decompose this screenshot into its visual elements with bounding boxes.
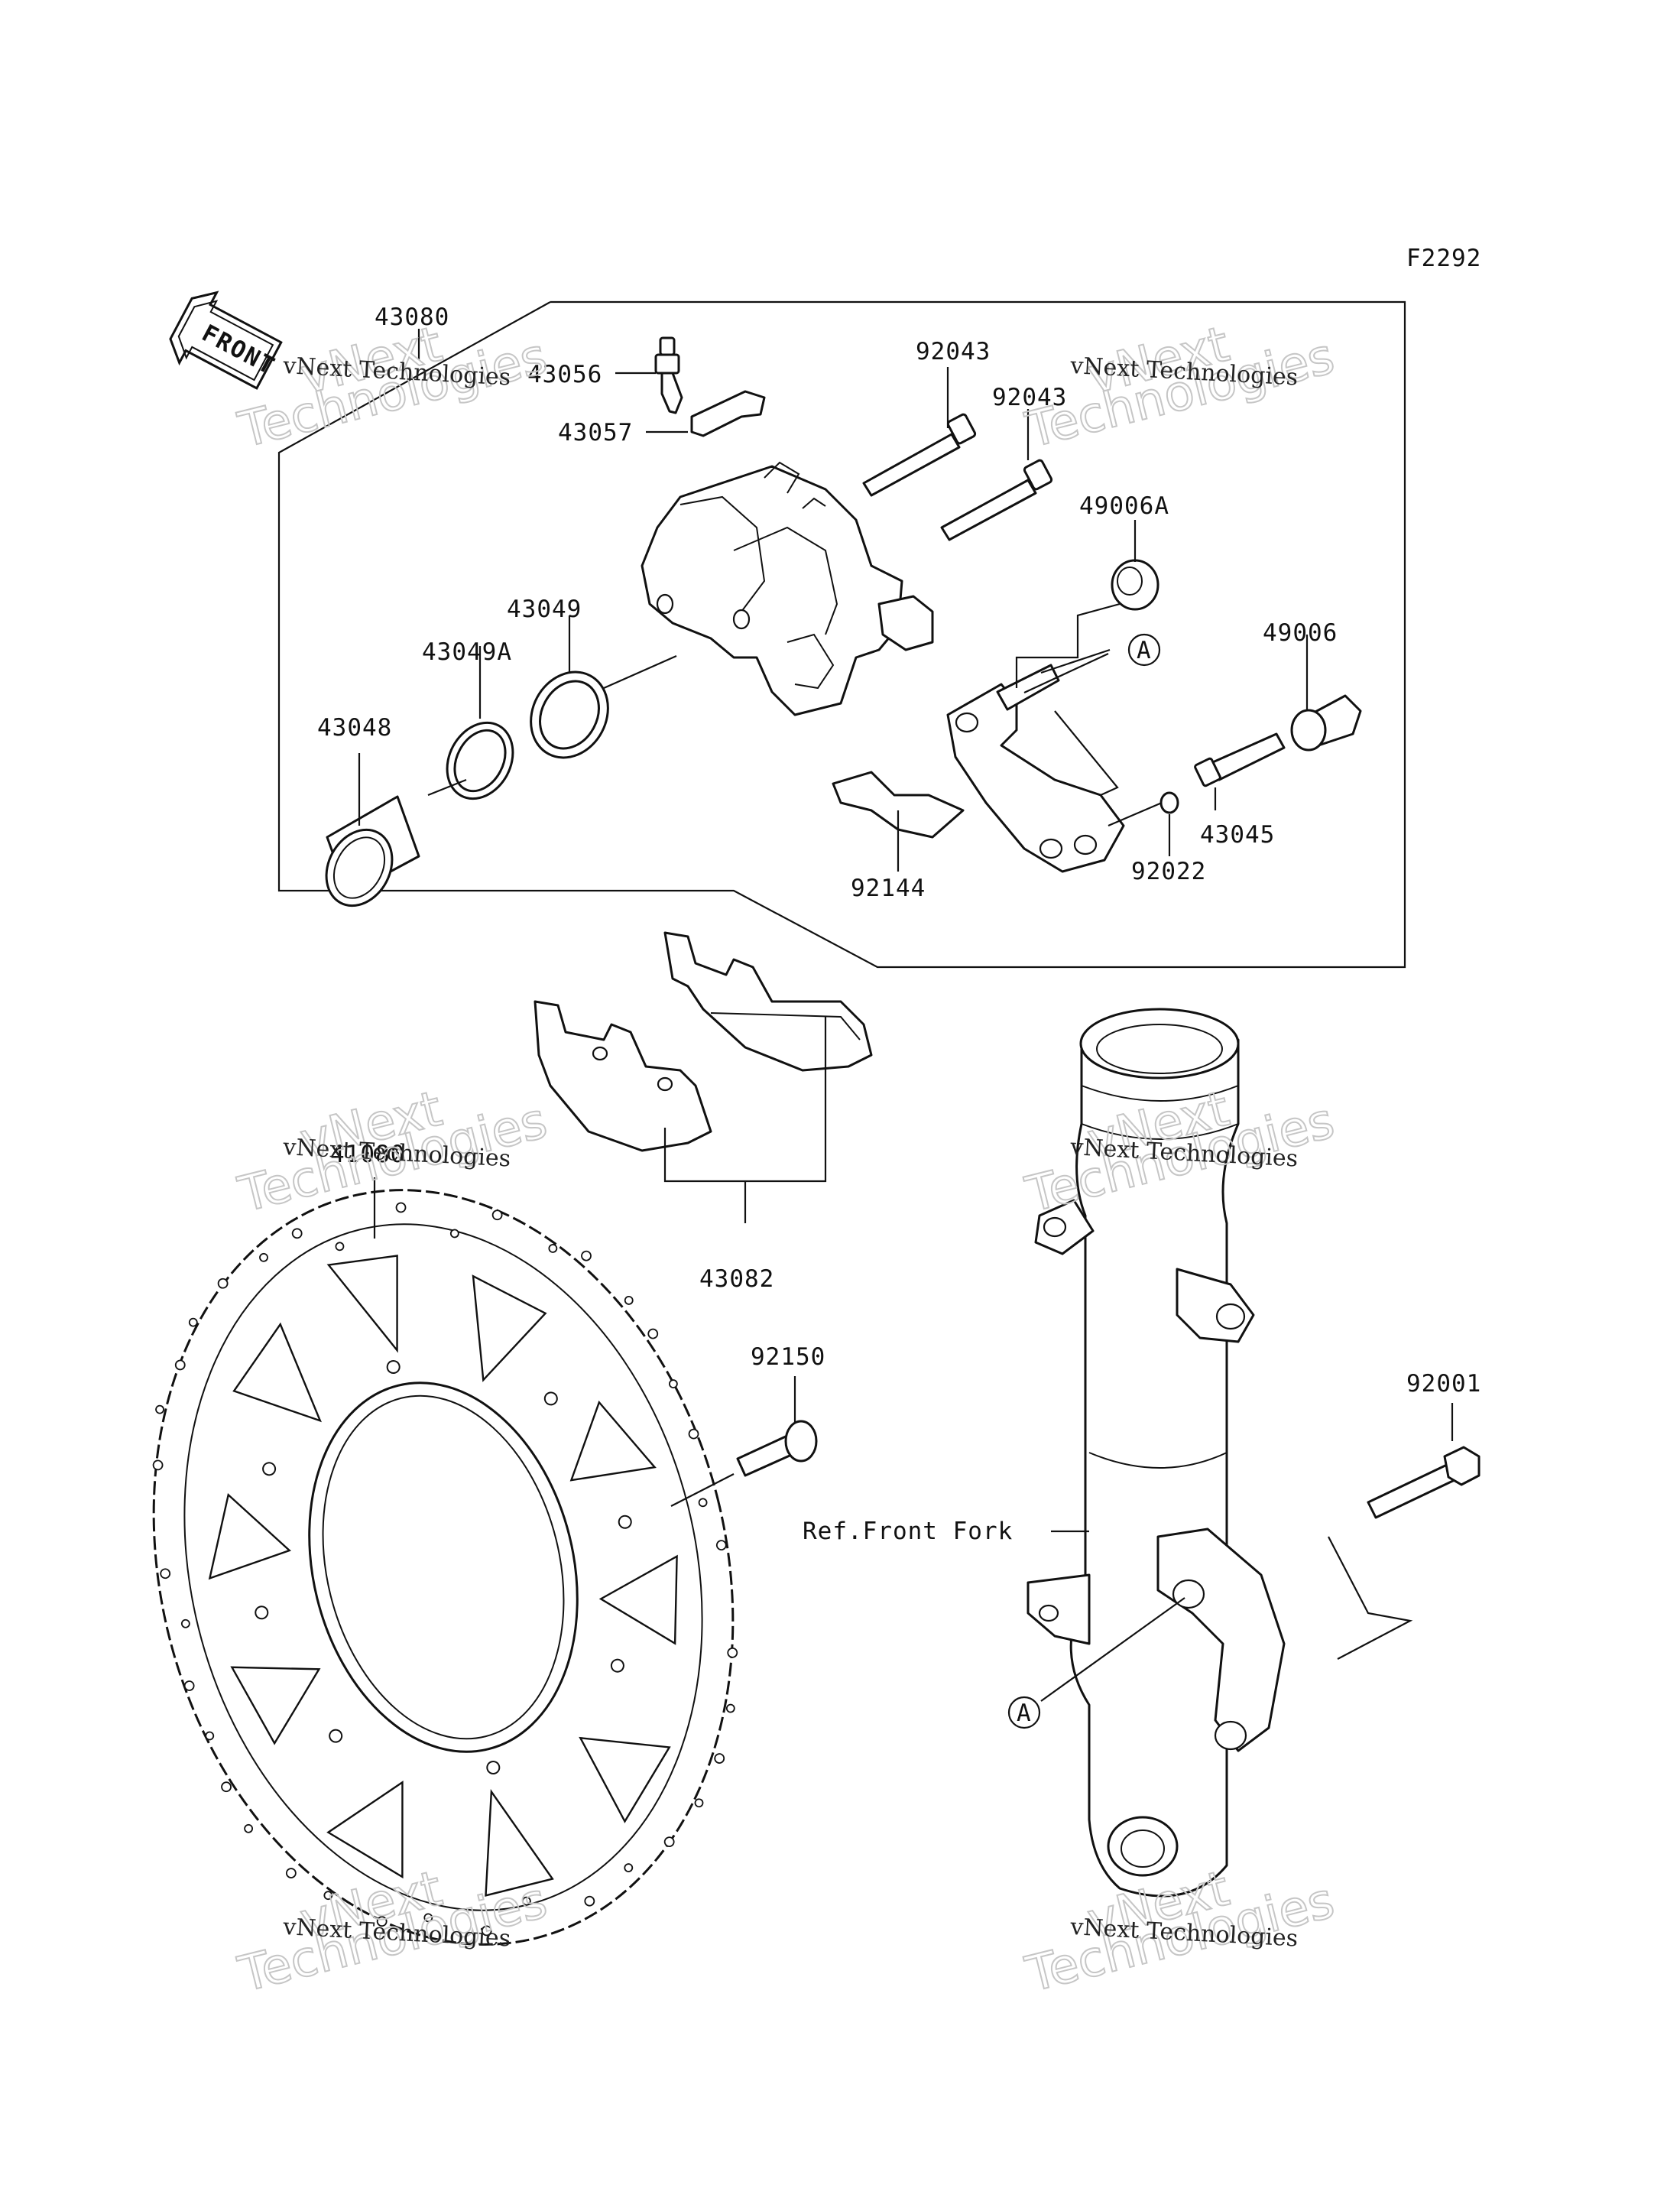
- bleed-valve: [654, 336, 683, 414]
- caliper-assembly-outline: [277, 300, 1406, 969]
- label-43049: 43049: [507, 596, 582, 623]
- label-41080: 41080: [330, 1141, 405, 1168]
- label-92022: 92022: [1131, 858, 1206, 885]
- label-92150: 92150: [751, 1343, 825, 1371]
- pad-spring: [832, 771, 965, 839]
- label-43049a: 43049A: [422, 638, 512, 666]
- label-43048: 43048: [317, 714, 392, 742]
- seal-43049a: [446, 721, 514, 800]
- caliper-bracket: [946, 664, 1125, 873]
- label-92144: 92144: [851, 875, 926, 902]
- label-92043-lower: 92043: [992, 384, 1067, 411]
- bleed-cap: [690, 390, 766, 437]
- slide-pin-lower: [940, 459, 1053, 541]
- mount-bolt: [1367, 1446, 1481, 1519]
- slide-pin-upper: [862, 413, 977, 497]
- caliper-body: [641, 461, 934, 716]
- brake-pad-rear: [663, 931, 873, 1072]
- bracket-pin-43045: [1194, 732, 1286, 787]
- disc-bolt: [736, 1420, 818, 1477]
- front-fork: [1026, 1008, 1286, 1898]
- circlip: [1159, 791, 1179, 814]
- label-92043-upper: 92043: [916, 338, 991, 365]
- label-43045: 43045: [1200, 821, 1275, 849]
- label-43057: 43057: [558, 419, 633, 446]
- label-43082: 43082: [699, 1265, 774, 1293]
- label-49006: 49006: [1263, 619, 1338, 647]
- seal-43049: [530, 670, 609, 759]
- figure-code: F2292: [1406, 245, 1481, 272]
- callout-a-top-label: A: [1137, 637, 1152, 664]
- boot-49006a: [1111, 559, 1159, 611]
- callout-a-bottom: A: [1007, 1696, 1041, 1729]
- brake-disc: [152, 1189, 738, 1946]
- callout-a-bottom-label: A: [1017, 1700, 1032, 1727]
- label-43056: 43056: [527, 361, 602, 388]
- label-43080: 43080: [375, 304, 449, 331]
- callout-a-top: A: [1127, 633, 1161, 667]
- label-92001: 92001: [1406, 1370, 1481, 1398]
- reference-front-fork: Ref.Front Fork: [803, 1518, 1013, 1545]
- boot-49006: [1290, 694, 1362, 752]
- brake-pad-front: [534, 1000, 712, 1152]
- piston-43048: [325, 795, 420, 907]
- label-49006a: 49006A: [1079, 492, 1169, 520]
- front-arrow-icon: FRONT: [169, 291, 283, 390]
- leader-lines: [358, 329, 1454, 1702]
